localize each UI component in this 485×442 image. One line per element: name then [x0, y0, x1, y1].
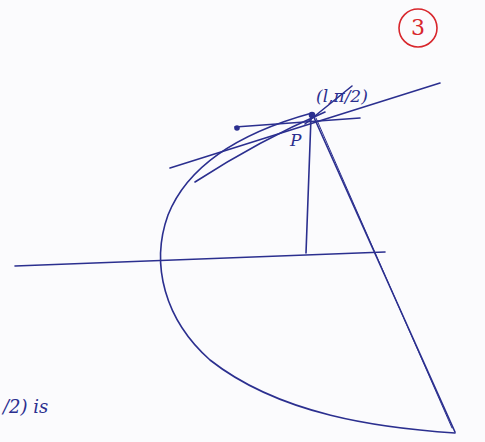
axis-line: [15, 252, 385, 266]
point-coordinates: (l,π/2): [316, 88, 368, 105]
point-label: P: [290, 132, 301, 149]
tangent-line: [235, 118, 360, 127]
parabola-curve: [161, 113, 455, 433]
tangent-line: [170, 83, 440, 168]
point-dot: [235, 126, 239, 130]
callout-circle: [399, 9, 437, 47]
note-fragment: /2) is: [3, 398, 48, 416]
ordinate-line: [306, 117, 311, 253]
callout-number: 3: [411, 17, 425, 39]
chord-line: [312, 113, 455, 432]
chord-line: [316, 118, 452, 428]
point-p: [310, 113, 315, 118]
